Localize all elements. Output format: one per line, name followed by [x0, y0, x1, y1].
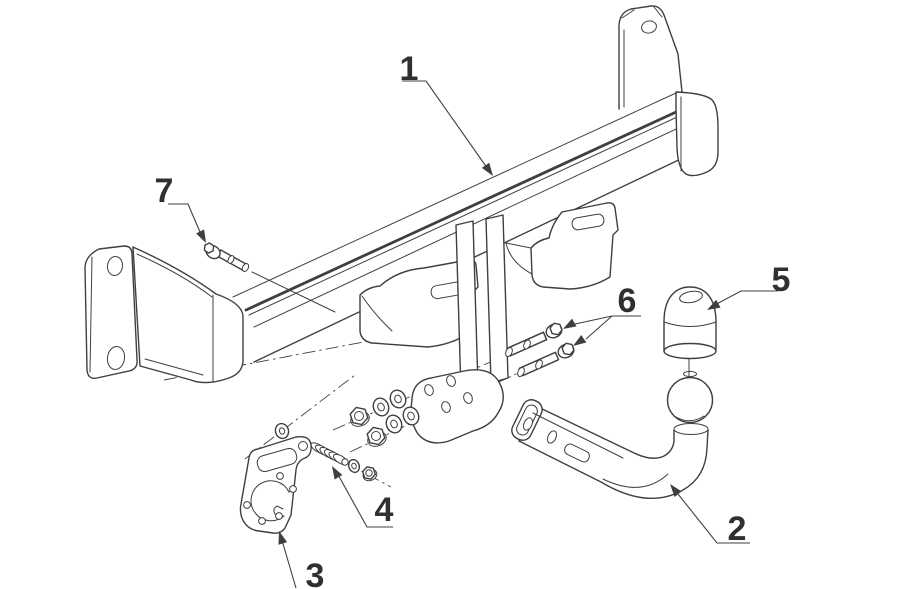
coil-spring: [310, 442, 349, 466]
crossbar-beam: [84, 5, 719, 384]
leader-line-2: [673, 488, 750, 544]
part-number-4: 4: [375, 491, 394, 529]
hex-bolt: [505, 322, 563, 358]
small-washer: [347, 458, 361, 474]
bracket-hole: [276, 472, 284, 480]
fork-hole: [446, 375, 456, 387]
leader-line-7: [168, 203, 204, 240]
beam-right-cap: [675, 91, 719, 177]
callout-2: 2: [670, 484, 750, 548]
swan-neck-ball-arm: [511, 370, 714, 500]
leader-arrowhead: [670, 484, 682, 497]
leader-line-4: [335, 470, 393, 528]
left-plate-hole-top: [106, 256, 124, 276]
towball-cover-cap: [663, 286, 717, 377]
bracket-slot: [256, 447, 298, 473]
left-plate-hole-bottom: [106, 346, 126, 370]
callout-7: 7: [155, 172, 206, 243]
flat-washer: [372, 397, 390, 417]
flat-washer: [385, 414, 403, 434]
leader-arrowhead: [563, 318, 577, 329]
hex-flange-bolt-single: [203, 242, 336, 313]
bolt-hex-head: [203, 242, 215, 254]
neck-hole: [522, 417, 534, 431]
leader-line-5: [710, 290, 778, 308]
fork-hole: [463, 392, 473, 404]
bracket-hole: [258, 517, 266, 525]
bolt-hex-head: [561, 342, 575, 356]
neck-hole: [546, 430, 558, 444]
callout-1: 1: [400, 50, 493, 176]
small-hex-nut: [361, 466, 378, 482]
leader-arrowhead: [332, 466, 343, 480]
bracket-right-slot: [571, 213, 605, 231]
right-end-plate: [618, 5, 683, 110]
part-number-1: 1: [400, 50, 419, 88]
fork-hole: [424, 384, 434, 396]
beam-top-back-edge: [232, 92, 677, 298]
bracket-washer: [274, 422, 290, 440]
part-number-5: 5: [772, 261, 791, 299]
callout-4: 4: [332, 466, 394, 529]
part-number-7: 7: [155, 172, 174, 210]
vertical-fork-bracket: [410, 214, 509, 444]
leader-arrowhead: [278, 531, 288, 545]
part-number-3: 3: [306, 557, 325, 589]
spring-washer-nut-set: [310, 442, 378, 482]
callout-5: 5: [707, 261, 791, 310]
leader-line-1: [402, 80, 491, 173]
left-end-plate: [84, 245, 138, 380]
leader-arrowhead: [707, 299, 721, 310]
ball-collar: [673, 423, 709, 435]
hex-bolt: [517, 342, 575, 378]
leader-arrowhead: [573, 334, 587, 346]
leader-arrowhead: [481, 162, 493, 176]
right-plate-hole: [641, 20, 657, 34]
bracket-hole: [289, 485, 297, 493]
callout-6: 6: [563, 282, 641, 346]
left-gusset: [132, 246, 244, 384]
part-number-6: 6: [618, 282, 637, 320]
center-bracket-right: [505, 202, 619, 290]
fork-bottom-lobe: [410, 369, 504, 444]
hex-nut: [366, 426, 387, 447]
cover-bottom-rim: [663, 342, 717, 360]
bolt7-insertion-line: [251, 271, 336, 313]
leader-line-3: [280, 536, 297, 589]
bolt-hex-head: [549, 322, 563, 336]
leader-arrowhead: [196, 229, 206, 243]
bracket-plate-outline: [239, 435, 312, 534]
part-number-2: 2: [728, 510, 747, 548]
hex-nut: [349, 406, 370, 427]
beam-top-front-edge: [244, 105, 689, 312]
bracket-hole: [243, 501, 251, 509]
cover-top-hole: [679, 290, 703, 304]
flat-washer: [402, 406, 420, 426]
towball-flat-top: [683, 370, 697, 378]
bracket-horseshoe-cutout: [250, 480, 290, 522]
bracket-top-hole: [298, 441, 308, 451]
hex-flange-bolts: [505, 322, 575, 378]
flat-washer: [389, 389, 407, 409]
bracket-hole: [275, 512, 283, 520]
nuts-and-washers: [349, 389, 420, 447]
callout-3: 3: [278, 531, 325, 589]
towball: [666, 376, 714, 424]
mounting-bracket-plate: [239, 422, 312, 534]
neck-slot: [564, 443, 590, 463]
fork-hole: [441, 401, 451, 413]
